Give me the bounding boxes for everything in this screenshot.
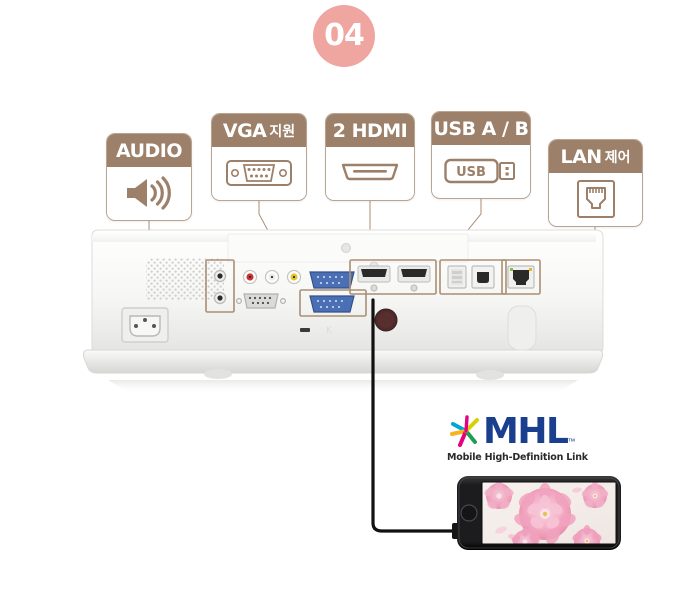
- feature-box-audio-header: AUDIO: [107, 134, 191, 167]
- kensington-lock-slot: [300, 328, 310, 332]
- dahlia-topleft: [484, 482, 514, 509]
- speaker-grille: [146, 258, 224, 300]
- projector-reflection: [108, 380, 578, 394]
- usb-port-highlight: [439, 259, 507, 295]
- feature-box-hdmi-body: [326, 147, 414, 199]
- mhl-star-mark-icon: [450, 415, 479, 447]
- mhl-logo: MHL ™ Mobile High-Definition Link: [447, 414, 622, 464]
- rj45-port-icon: [576, 180, 615, 218]
- vga-in-port-highlight: [299, 289, 367, 317]
- feature-box-lan-header: LAN 제어: [549, 140, 642, 173]
- feature-box-usb[interactable]: USB A / B USB: [431, 111, 531, 199]
- home-button: [460, 504, 478, 522]
- dahlia-bottomleft: [511, 527, 539, 544]
- usb-drive-icon-label: USB: [456, 165, 486, 180]
- projector-foot-left: [204, 369, 232, 379]
- hdmi-port-highlight: [349, 259, 437, 295]
- feature-label-latin: VGA: [222, 119, 267, 142]
- projector-base: [83, 349, 603, 374]
- lan-rj45-port: [507, 265, 535, 289]
- feature-label-latin: 2 HDMI: [332, 119, 408, 142]
- mhl-trademark-symbol: ™: [567, 437, 576, 446]
- usb-b-port: [471, 265, 495, 289]
- usb-a-port: [447, 265, 467, 289]
- phone-screen-image: [482, 482, 616, 544]
- speaker-icon: [127, 176, 171, 210]
- usb-drive-icon: USB: [444, 158, 515, 184]
- lan-port-highlight: [501, 259, 541, 295]
- projector-rear-panel: K: [83, 229, 604, 394]
- hdmi-port-icon: [341, 163, 399, 181]
- hdmi-port-2: [397, 265, 431, 292]
- mhl-wordmark: MHL: [483, 411, 569, 452]
- feature-label-korean: 지원: [269, 122, 296, 139]
- feature-box-usb-body: USB: [432, 145, 530, 197]
- dahlia-main: [514, 483, 576, 544]
- feature-box-audio[interactable]: AUDIO: [106, 133, 192, 221]
- feature-label-latin: LAN: [560, 145, 603, 168]
- dahlia-topright: [581, 482, 609, 508]
- feature-box-usb-header: USB A / B: [432, 112, 530, 145]
- feature-box-vga-header: VGA 지원: [212, 114, 306, 147]
- mhl-tagline: Mobile High-Definition Link: [447, 452, 588, 463]
- vga-in-port: [309, 295, 355, 313]
- feature-box-vga[interactable]: VGA 지원: [211, 113, 307, 201]
- dahlia-bottomright: [572, 525, 602, 544]
- smartphone: [457, 476, 621, 550]
- projector-screw: [341, 243, 351, 253]
- step-number-text: 04: [324, 18, 365, 53]
- vga-out-port: [309, 271, 355, 289]
- vga-db9-port-icon: [226, 160, 292, 186]
- rs232-serial-port: [243, 293, 279, 309]
- feature-label-latin: AUDIO: [115, 139, 183, 162]
- feature-box-hdmi-header: 2 HDMI: [326, 114, 414, 147]
- audio-port-highlight: [205, 259, 235, 313]
- feature-label-latin: USB A / B: [433, 117, 529, 140]
- hdmi-port-1: [357, 265, 391, 292]
- feature-label-korean: 제어: [604, 148, 631, 165]
- projector-adjustment-foot: [507, 305, 537, 351]
- feature-box-hdmi[interactable]: 2 HDMI: [325, 113, 415, 201]
- projector-foot-right: [476, 370, 504, 380]
- step-number-badge: 04: [313, 5, 375, 67]
- svg-text:K: K: [326, 326, 333, 336]
- feature-box-lan-body: [549, 173, 642, 225]
- feature-box-vga-body: [212, 147, 306, 199]
- feature-box-lan[interactable]: LAN 제어: [548, 139, 643, 227]
- feature-box-audio-body: [107, 167, 191, 219]
